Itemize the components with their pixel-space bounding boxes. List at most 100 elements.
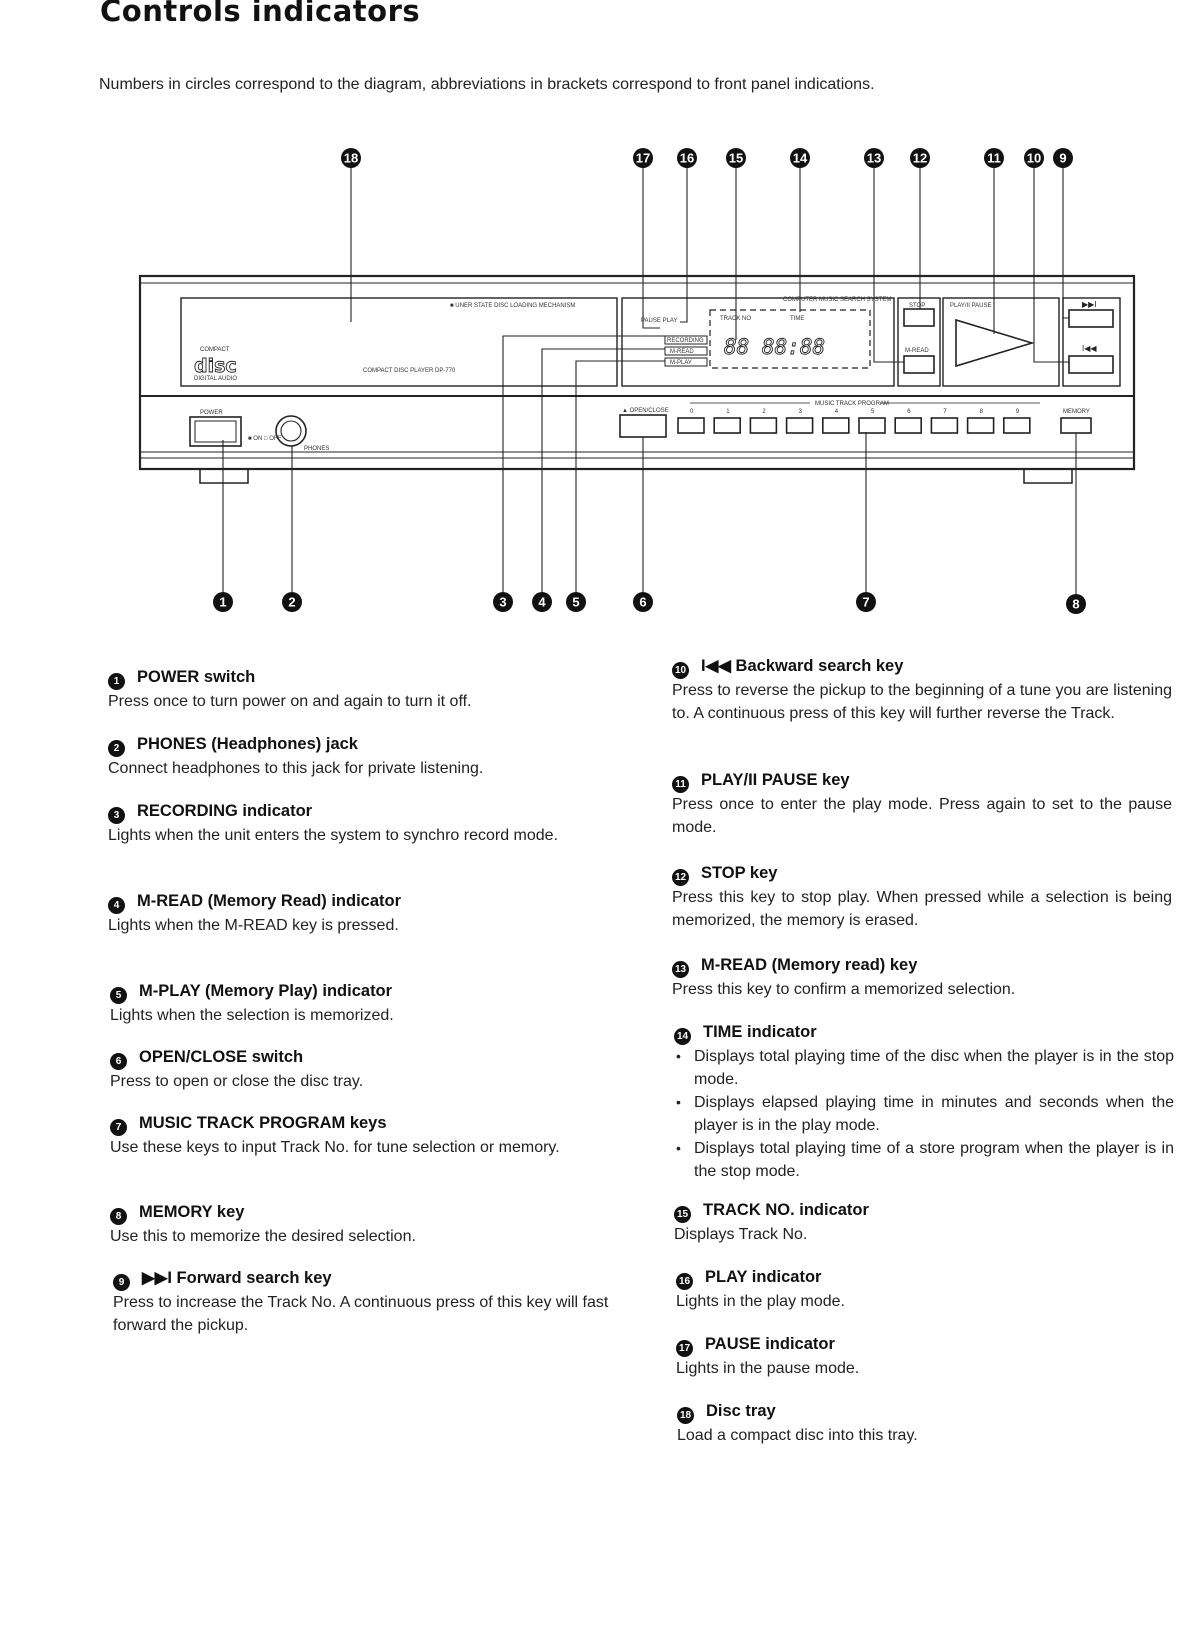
callout-7: 7 bbox=[856, 592, 876, 612]
svg-text:4: 4 bbox=[538, 595, 546, 610]
callout-2: 2 bbox=[282, 592, 302, 612]
number-badge: 9 bbox=[113, 1274, 130, 1291]
entry-description: Lights in the pause mode. bbox=[676, 1360, 860, 1377]
callout-16: 16 bbox=[677, 148, 697, 168]
callout-10: 10 bbox=[1024, 148, 1044, 168]
digit-key-1[interactable] bbox=[713, 417, 742, 434]
phones-jack[interactable] bbox=[275, 415, 307, 447]
number-badge: 10 bbox=[672, 662, 689, 679]
entry-description: Press once to turn power on and again to… bbox=[108, 693, 472, 710]
entry-description: Lights in the play mode. bbox=[676, 1293, 845, 1310]
backward-search-button[interactable] bbox=[1068, 355, 1114, 374]
digit-key-9[interactable] bbox=[1002, 417, 1031, 434]
bullet-item: Displays elapsed playing time in minutes… bbox=[674, 1091, 1174, 1137]
callout-18: 18 bbox=[341, 148, 361, 168]
phones-label: PHONES bbox=[304, 446, 329, 452]
entry-description: Connect headphones to this jack for priv… bbox=[108, 760, 484, 777]
digit-key-2[interactable] bbox=[749, 417, 778, 434]
svg-text:14: 14 bbox=[793, 151, 808, 166]
digit-key-6[interactable] bbox=[894, 417, 923, 434]
memory-button[interactable] bbox=[1060, 417, 1092, 434]
digit-key-7[interactable] bbox=[930, 417, 959, 434]
time-indicator-bullets: Displays total playing time of the disc … bbox=[674, 1045, 1174, 1183]
entry-description: Lights when the unit enters the system t… bbox=[108, 827, 559, 844]
power-label: POWER bbox=[200, 410, 223, 416]
program-label: MUSIC TRACK PROGRAM bbox=[815, 401, 889, 407]
svg-text:9: 9 bbox=[1059, 151, 1066, 166]
number-badge: 2 bbox=[108, 740, 125, 757]
brand-bottom: DIGITAL AUDIO bbox=[194, 376, 237, 382]
digit-key-label-6: 6 bbox=[907, 409, 911, 415]
callout-12: 12 bbox=[910, 148, 930, 168]
entry-heading: RECORDING indicator bbox=[137, 802, 313, 820]
entry-description: Press to reverse the pickup to the begin… bbox=[672, 682, 1172, 722]
entry-recording-indicator: 3 RECORDING indicator Lights when the uni… bbox=[108, 800, 608, 847]
entry-description: Lights when the selection is memorized. bbox=[110, 1007, 394, 1024]
digit-key-3[interactable] bbox=[785, 417, 814, 434]
digit-key-0[interactable] bbox=[677, 417, 705, 434]
number-badge: 17 bbox=[676, 1340, 693, 1357]
display-window bbox=[621, 297, 895, 387]
mread-button[interactable] bbox=[903, 355, 935, 374]
play-pause-label: PLAY/II PAUSE bbox=[950, 303, 991, 309]
entry-description: Use this to memorize the desired selecti… bbox=[110, 1228, 416, 1245]
callout-17: 17 bbox=[633, 148, 653, 168]
right-foot bbox=[1023, 468, 1073, 484]
callout-13: 13 bbox=[864, 148, 884, 168]
digit-key-5[interactable] bbox=[858, 417, 886, 434]
digit-key-4[interactable] bbox=[821, 417, 850, 434]
callout-4: 4 bbox=[532, 592, 552, 612]
number-badge: 1 bbox=[108, 673, 125, 690]
svg-text:5: 5 bbox=[572, 595, 579, 610]
digit-key-label-0: 0 bbox=[690, 409, 694, 415]
entry-heading: MEMORY key bbox=[139, 1203, 245, 1221]
cabinet-outline bbox=[138, 274, 1136, 471]
entry-description: Load a compact disc into this tray. bbox=[677, 1427, 918, 1444]
leader-lines bbox=[222, 168, 1077, 595]
entry-heading: PLAY/II PAUSE key bbox=[701, 771, 850, 789]
disc-logo: disc bbox=[194, 355, 237, 377]
callout-11: 11 bbox=[984, 148, 1004, 168]
stop-label: STOP bbox=[909, 303, 925, 309]
player-front-panel-diagram: ■ UNER STATE DISC LOADING MECHANISM COMP… bbox=[138, 148, 1136, 614]
digit-key-label-5: 5 bbox=[871, 409, 875, 415]
number-badge: 15 bbox=[674, 1206, 691, 1223]
number-badge: 16 bbox=[676, 1273, 693, 1290]
svg-text:3: 3 bbox=[499, 595, 506, 610]
display-digits: 88 88:88 bbox=[724, 335, 825, 359]
callout-8: 8 bbox=[1066, 594, 1086, 614]
bullet-item: Displays total playing time of a store p… bbox=[674, 1137, 1174, 1183]
entry-description: Press this key to confirm a memorized se… bbox=[672, 981, 1016, 998]
digit-key-label-9: 9 bbox=[1016, 409, 1020, 415]
forward-search-button[interactable] bbox=[1068, 309, 1114, 328]
on-off-label: ■ ON □ OFF bbox=[248, 436, 282, 442]
digit-key-label-7: 7 bbox=[943, 409, 947, 415]
open-close-button[interactable] bbox=[619, 414, 667, 438]
digit-key-label-8: 8 bbox=[980, 409, 984, 415]
power-button[interactable] bbox=[189, 416, 242, 447]
entry-heading: M-READ (Memory read) key bbox=[701, 956, 918, 974]
entry-heading: STOP key bbox=[701, 864, 778, 882]
number-badge: 3 bbox=[108, 807, 125, 824]
callout-3: 3 bbox=[493, 592, 513, 612]
entry-heading: OPEN/CLOSE switch bbox=[139, 1048, 304, 1066]
forward-label: ▶▶I bbox=[1082, 300, 1097, 309]
entry-heading: M-READ (Memory Read) indicator bbox=[137, 892, 402, 910]
stop-button[interactable] bbox=[903, 308, 935, 327]
svg-text:1: 1 bbox=[219, 595, 226, 610]
digit-key-8[interactable] bbox=[966, 417, 995, 434]
time-label: TIME bbox=[790, 316, 804, 322]
entry-heading: POWER switch bbox=[137, 668, 256, 686]
entry-heading: MUSIC TRACK PROGRAM keys bbox=[139, 1114, 387, 1132]
svg-text:10: 10 bbox=[1027, 151, 1041, 166]
